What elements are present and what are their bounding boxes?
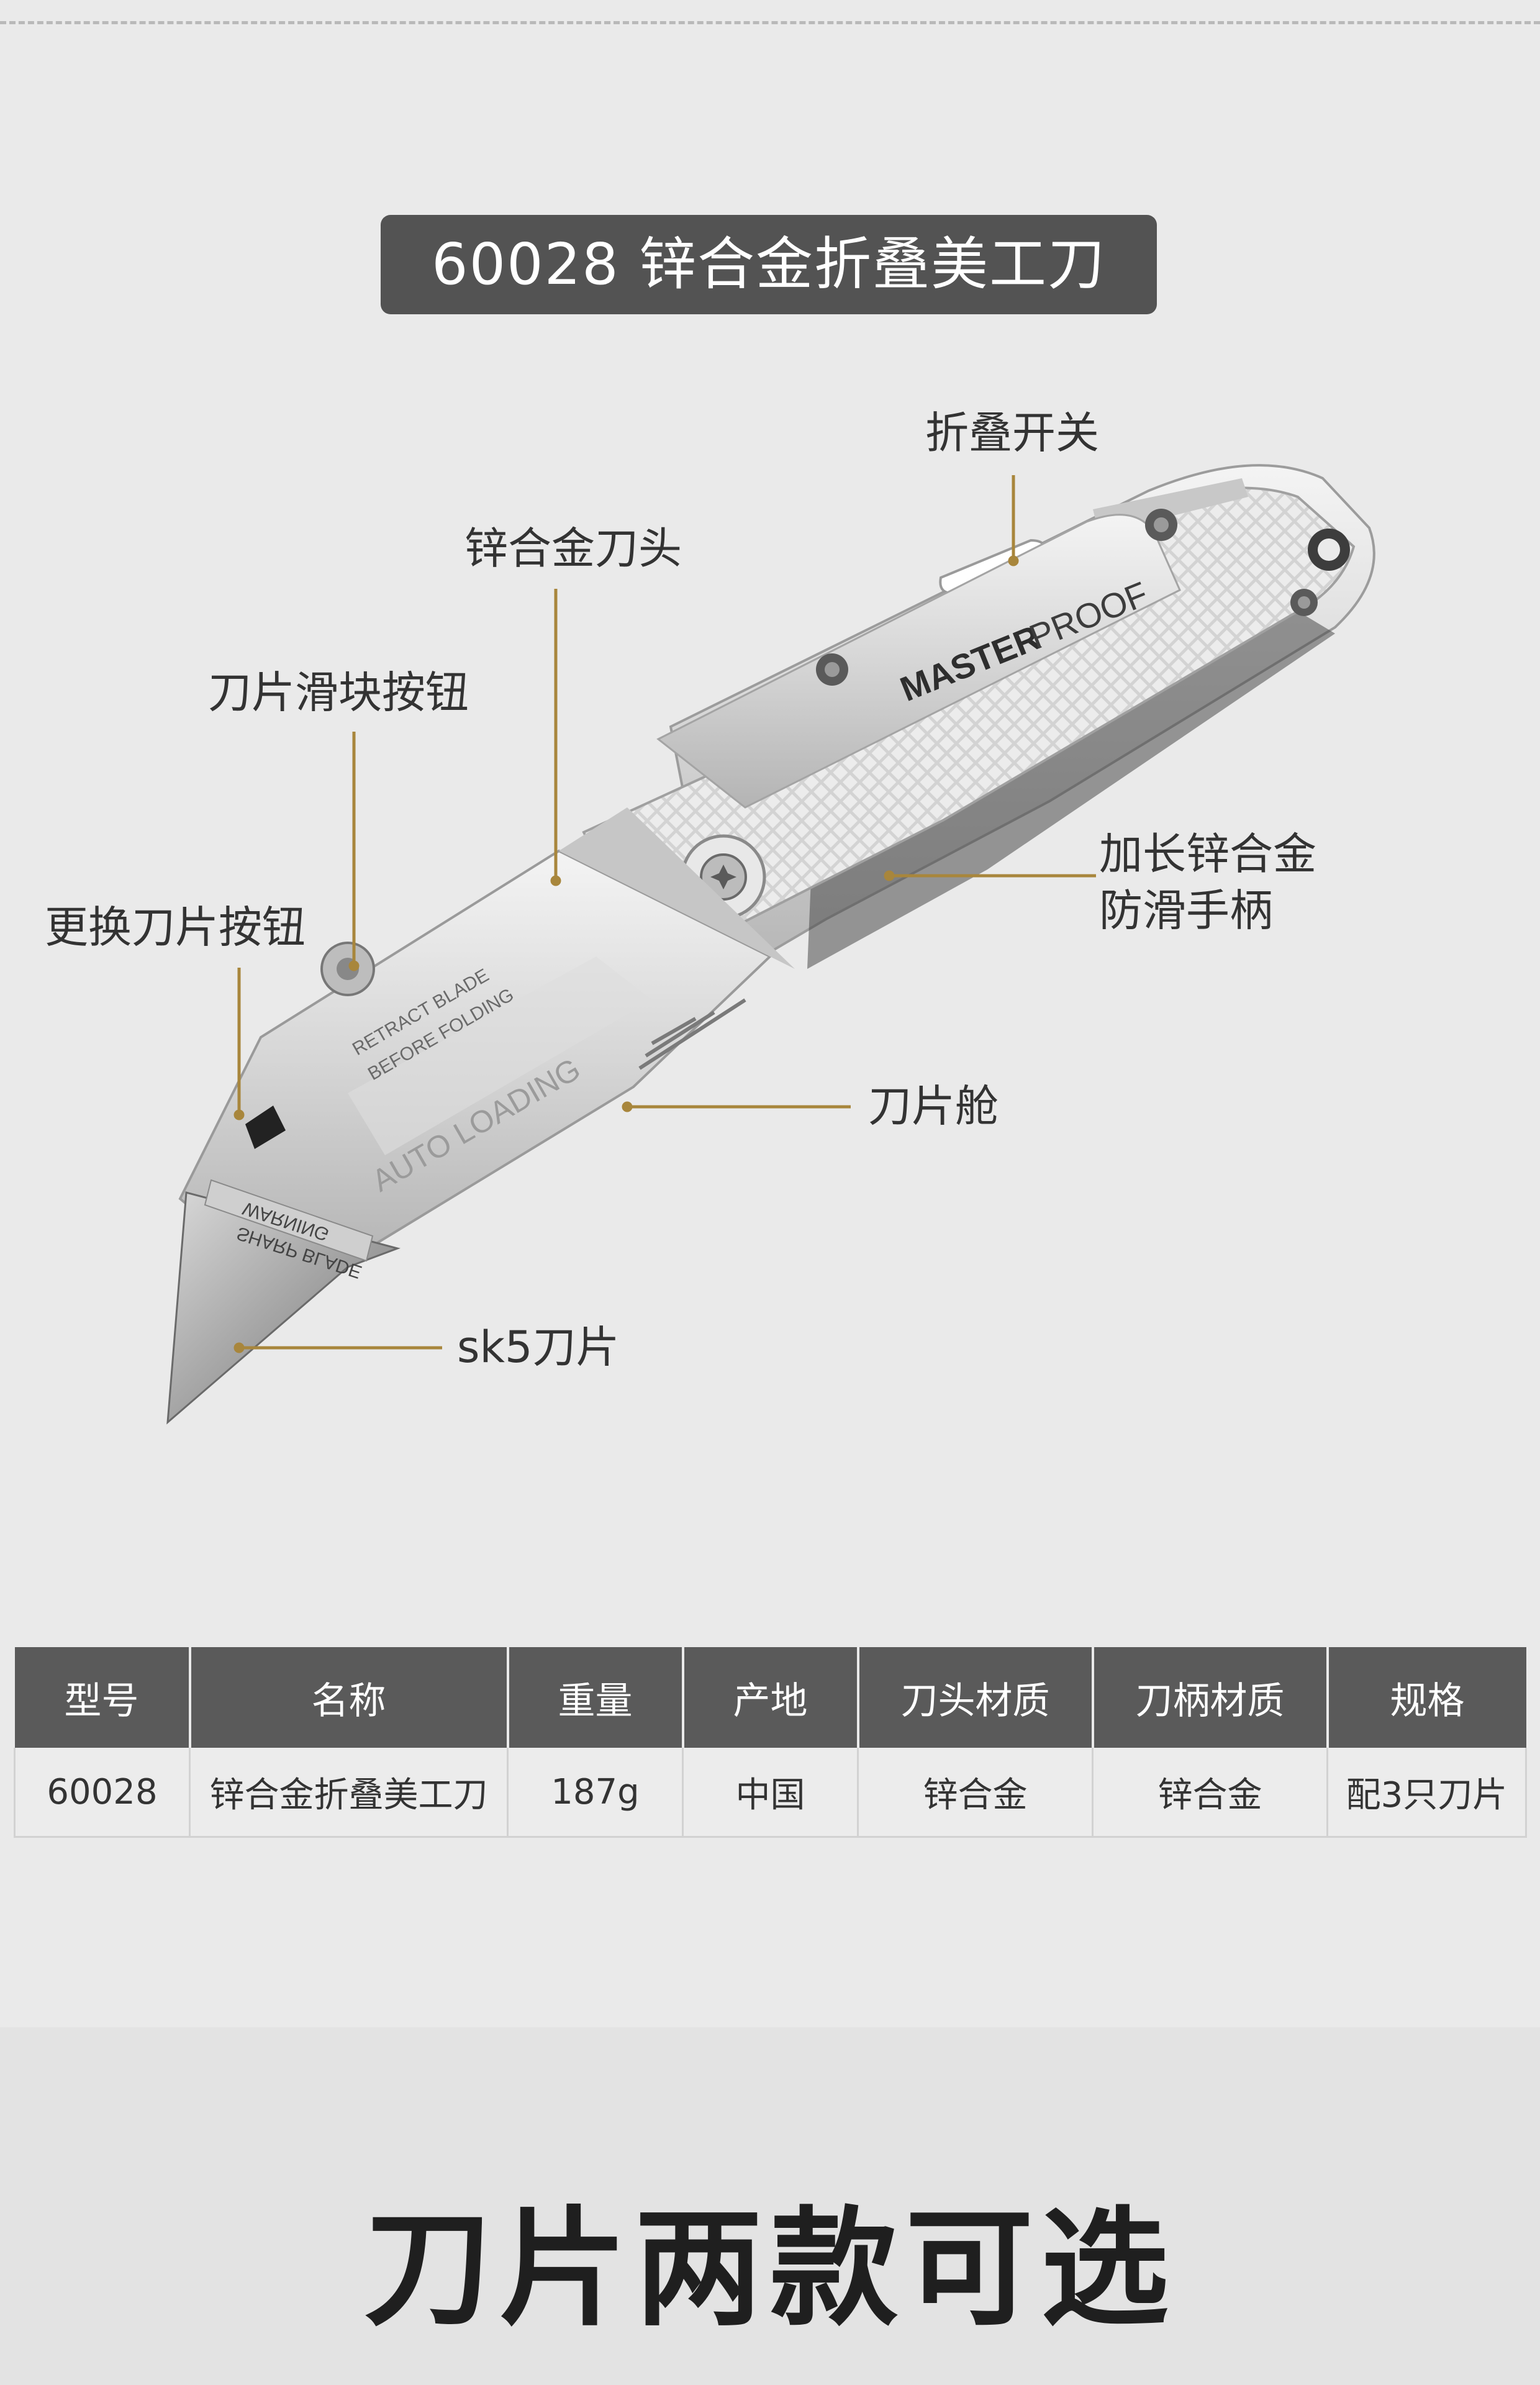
cell-spec: 配3只刀片: [1327, 1748, 1527, 1838]
header-name: 名称: [189, 1647, 509, 1748]
callout-blade: sk5刀片: [457, 1322, 620, 1373]
section-title: 刀片两款可选: [363, 2194, 1176, 2343]
header-weight: 重量: [507, 1647, 684, 1748]
handle-body: [582, 464, 1375, 984]
zinc-blade-head: RETRACT BLADE BEFORE FOLDING AUTO LOADIN…: [178, 807, 795, 1269]
bottom-section-band: [0, 2027, 1540, 2385]
header-handle-material: 刀柄材质: [1092, 1647, 1329, 1748]
callout-handle: 加长锌合金 防滑手柄: [1099, 829, 1316, 936]
callout-zinc-head: 锌合金刀头: [464, 523, 682, 574]
spec-table: 型号 名称 重量 产地 刀头材质 刀柄材质 规格 60028 锌合金折叠美工刀 …: [14, 1647, 1527, 1838]
leader-lines: [233, 475, 1096, 1353]
callout-change-blade-button: 更换刀片按钮: [45, 902, 306, 953]
product-illustration: MASTER PROOF RETRACT BLADE BEFORE FOLDIN…: [45, 407, 1375, 1425]
cell-head-material: 锌合金: [858, 1748, 1094, 1838]
header-head-material: 刀头材质: [858, 1647, 1094, 1748]
header-spec: 规格: [1327, 1647, 1526, 1748]
upper-plate: MASTER PROOF: [656, 514, 1181, 809]
top-dashed-divider: [0, 21, 1540, 24]
cell-model: 60028: [14, 1748, 191, 1838]
header-origin: 产地: [682, 1647, 859, 1748]
cell-name: 锌合金折叠美工刀: [189, 1748, 509, 1838]
cell-handle-material: 锌合金: [1092, 1748, 1328, 1838]
table-row: 60028 锌合金折叠美工刀 187g 中国 锌合金 锌合金 配3只刀片: [14, 1748, 1527, 1838]
cell-weight: 187g: [507, 1748, 684, 1838]
callout-slider-button: 刀片滑块按钮: [208, 667, 469, 718]
header-model: 型号: [14, 1647, 191, 1748]
knife-image: MASTER PROOF RETRACT BLADE BEFORE FOLDIN…: [166, 464, 1375, 1425]
spec-table-header-row: 型号 名称 重量 产地 刀头材质 刀柄材质 规格: [14, 1647, 1526, 1748]
product-title-badge: 60028 锌合金折叠美工刀: [381, 215, 1157, 314]
callout-folding-switch: 折叠开关: [925, 407, 1099, 458]
callout-blade-chamber: 刀片舱: [868, 1081, 999, 1132]
cell-origin: 中国: [682, 1748, 859, 1838]
